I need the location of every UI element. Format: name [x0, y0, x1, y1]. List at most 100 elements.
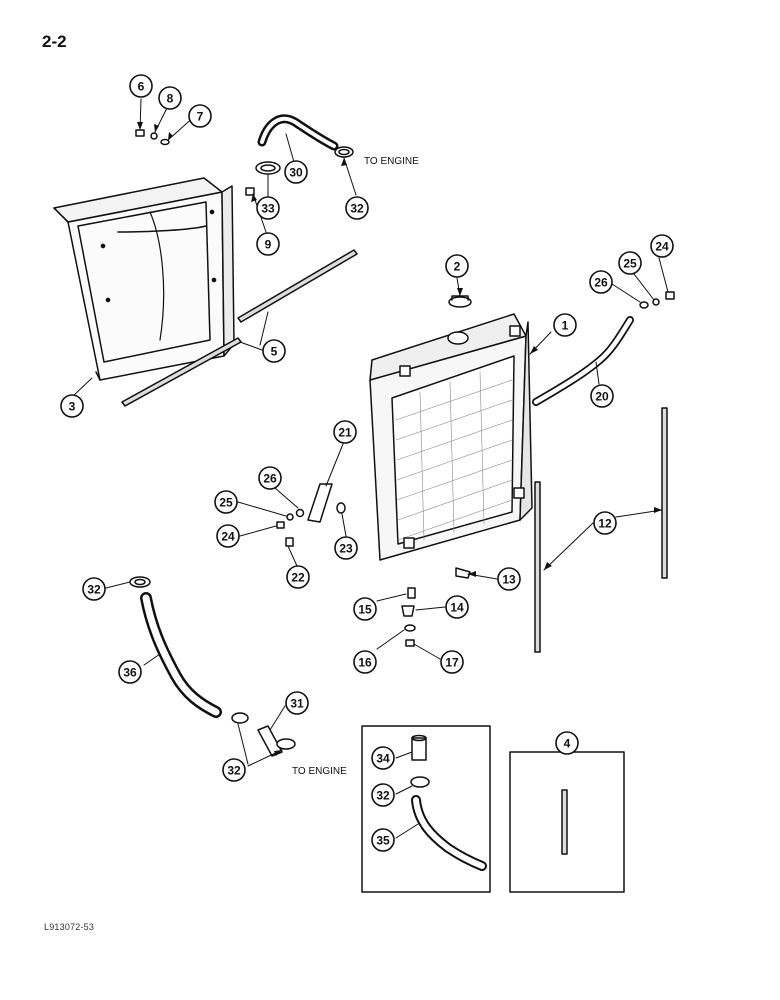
callout-36: 36: [118, 660, 142, 684]
radiator-core: [369, 313, 533, 561]
radiator-cap: [448, 295, 472, 308]
callout-17: 17: [440, 650, 464, 674]
callout-label: 26: [263, 472, 277, 486]
to-engine-label-upper: TO ENGINE: [364, 156, 419, 167]
mounting-bracket: [307, 483, 333, 523]
callout-34: 34: [371, 746, 395, 770]
callout-label: 33: [261, 202, 275, 216]
callout-label: 21: [338, 426, 352, 440]
callout-label: 20: [595, 390, 609, 404]
callout-33: 33: [256, 196, 280, 220]
callout-label: 26: [594, 276, 608, 290]
hex-bolt: [407, 587, 416, 599]
callout-32: 32: [371, 783, 395, 807]
callout-label: 7: [197, 110, 204, 124]
callout-20: 20: [590, 384, 614, 408]
rubber-mount: [401, 605, 415, 617]
callout-label: 24: [655, 240, 669, 254]
hose-clamp: [129, 576, 151, 588]
callout-25: 25: [618, 251, 642, 275]
callout-30: 30: [284, 160, 308, 184]
callout-2: 2: [445, 254, 469, 278]
callout-label: 1: [562, 319, 569, 333]
callout-26: 26: [258, 466, 282, 490]
callout-label: 12: [598, 517, 612, 531]
callout-label: 32: [227, 764, 241, 778]
hex-bolt: [285, 537, 294, 547]
callout-24: 24: [650, 234, 674, 258]
callout-21: 21: [333, 420, 357, 444]
callout-label: 14: [450, 601, 464, 615]
callout-4: 4: [555, 731, 579, 755]
callout-32: 32: [222, 758, 246, 782]
callout-35: 35: [371, 828, 395, 852]
callout-23: 23: [334, 536, 358, 560]
callout-32: 32: [345, 196, 369, 220]
callout-label: 35: [376, 834, 390, 848]
spacer-bushing: [336, 502, 346, 514]
callout-label: 31: [290, 697, 304, 711]
callout-label: 36: [123, 666, 137, 680]
to-engine-label-lower: TO ENGINE: [292, 766, 347, 777]
callout-13: 13: [497, 567, 521, 591]
hose-connector: [411, 734, 427, 761]
callout-label: 6: [138, 80, 145, 94]
callout-label: 4: [564, 737, 571, 751]
callout-label: 32: [376, 789, 390, 803]
flat-washer: [295, 508, 305, 518]
callout-12: 12: [593, 511, 617, 535]
arrowheads: [137, 122, 662, 756]
seal-strip: [534, 407, 668, 653]
callout-8: 8: [158, 86, 182, 110]
callout-label: 5: [271, 345, 278, 359]
callout-6: 6: [129, 74, 153, 98]
hex-nut: [405, 639, 415, 647]
callout-label: 3: [69, 400, 76, 414]
callout-label: 32: [87, 583, 101, 597]
callout-5: 5: [262, 339, 286, 363]
callout-label: 24: [221, 530, 235, 544]
callout-label: 17: [445, 656, 459, 670]
hose-connector: [257, 725, 283, 757]
callout-label: 25: [219, 496, 233, 510]
callout-label: 15: [358, 603, 372, 617]
callout-3: 3: [60, 394, 84, 418]
callout-label: 23: [339, 542, 353, 556]
callouts: 6 8 7 30 33 32 9 5 3 2 1 26 25 24 20 21 …: [60, 74, 674, 852]
callout-label: 9: [265, 238, 272, 252]
clip-nut: [245, 187, 255, 196]
callout-label: 8: [167, 92, 174, 106]
flat-washer: [404, 624, 416, 632]
page-number: 2-2: [42, 32, 67, 51]
callout-24: 24: [216, 524, 240, 548]
flat-washer: [639, 301, 649, 309]
callout-25: 25: [214, 490, 238, 514]
callout-label: 13: [502, 573, 516, 587]
hose-clamp: [276, 738, 296, 750]
callout-9: 9: [256, 232, 280, 256]
hex-nut: [665, 291, 675, 300]
upper-hose: [257, 114, 339, 151]
lock-washer: [286, 513, 294, 521]
lock-washer: [652, 298, 660, 306]
flat-washer: [160, 138, 170, 146]
callout-7: 7: [188, 104, 212, 128]
callout-1: 1: [553, 313, 577, 337]
callout-14: 14: [445, 595, 469, 619]
lower-hose: [140, 592, 222, 718]
hex-bolt: [276, 521, 285, 529]
callout-16: 16: [353, 650, 377, 674]
overflow-tube: [532, 316, 634, 406]
fan-shroud: [53, 177, 235, 381]
callout-label: 34: [376, 752, 390, 766]
drain-fitting: [455, 567, 471, 579]
drawing-code: L913072-53: [44, 922, 95, 932]
hose-clamp: [255, 161, 281, 175]
callout-label: 2: [454, 260, 461, 274]
callout-label: 30: [289, 166, 303, 180]
hex-bolt: [135, 129, 145, 137]
lock-washer: [150, 132, 158, 140]
callout-label: 25: [623, 257, 637, 271]
hose-clamp: [410, 776, 430, 788]
